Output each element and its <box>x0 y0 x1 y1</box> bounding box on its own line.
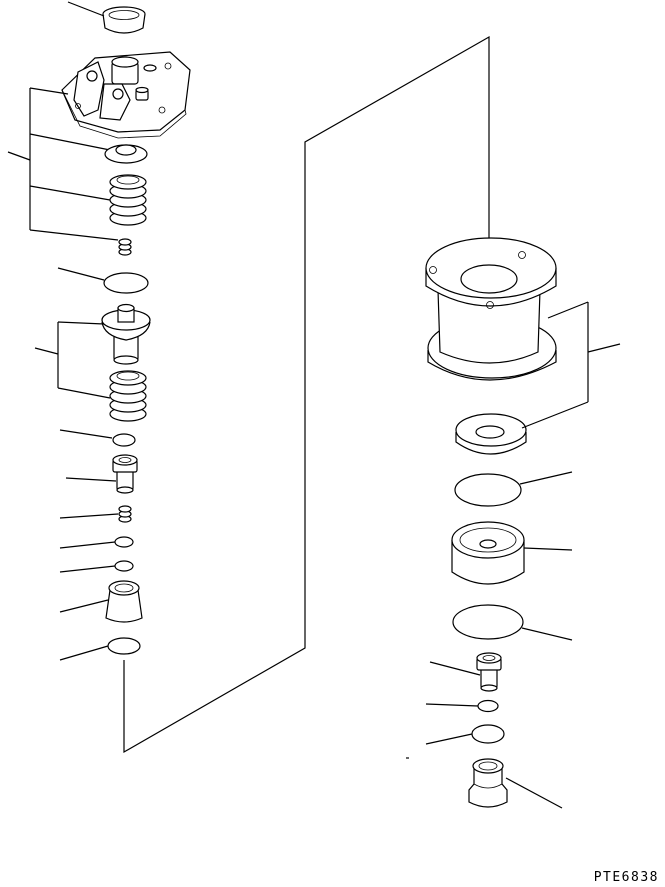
cap-icon <box>102 6 146 34</box>
leader-line-washer-right <box>425 703 479 707</box>
spring-icon <box>109 174 147 226</box>
leader-line-o-ring-right-1 <box>519 471 573 485</box>
leader-line-o-ring-upper <box>57 267 105 281</box>
leader-line-cap <box>67 1 105 17</box>
leader-line-plug-right <box>429 661 481 676</box>
leader-line-bushing-left <box>59 599 109 613</box>
figure-reference-code: PTE6838 <box>593 870 659 885</box>
leader-line-o-ring-right-2 <box>521 627 573 641</box>
ring-icon <box>454 473 522 507</box>
bracket-icon <box>61 51 191 139</box>
disc-icon <box>471 724 505 744</box>
washer-icon <box>114 560 134 572</box>
leader-line-washer-2 <box>59 541 116 549</box>
plug-icon <box>112 454 138 494</box>
retainer-icon <box>455 413 527 455</box>
leader-line-washer-3 <box>59 565 116 573</box>
plug-icon <box>476 652 502 692</box>
cup-icon <box>451 521 525 585</box>
housing-icon <box>425 237 557 381</box>
spring-icon <box>109 370 147 422</box>
spring-icon <box>118 505 132 523</box>
group-leader-middle <box>34 321 111 399</box>
ring-icon <box>452 604 524 640</box>
washer-icon <box>477 699 499 713</box>
bushing-icon <box>105 580 143 623</box>
leader-line-disc-right <box>425 733 473 745</box>
washer-icon <box>112 433 136 447</box>
piston-icon <box>101 303 151 365</box>
group-leader-right <box>521 301 621 429</box>
leader-line-plug-left <box>65 477 117 482</box>
disc-icon <box>107 637 141 655</box>
ring-icon <box>103 272 149 294</box>
bushing-icon <box>468 758 508 808</box>
washer-icon <box>114 536 134 548</box>
leader-line-cup <box>523 547 573 551</box>
spring-icon <box>118 238 132 256</box>
connector-line <box>123 35 490 754</box>
leader-line-bushing-right <box>505 777 563 809</box>
leader-line-small-spring <box>59 513 119 519</box>
leader-line-disc-left <box>59 645 109 661</box>
seat-icon <box>104 144 148 164</box>
group-leader-upper <box>7 87 119 241</box>
leader-line-washer-1 <box>59 429 113 439</box>
